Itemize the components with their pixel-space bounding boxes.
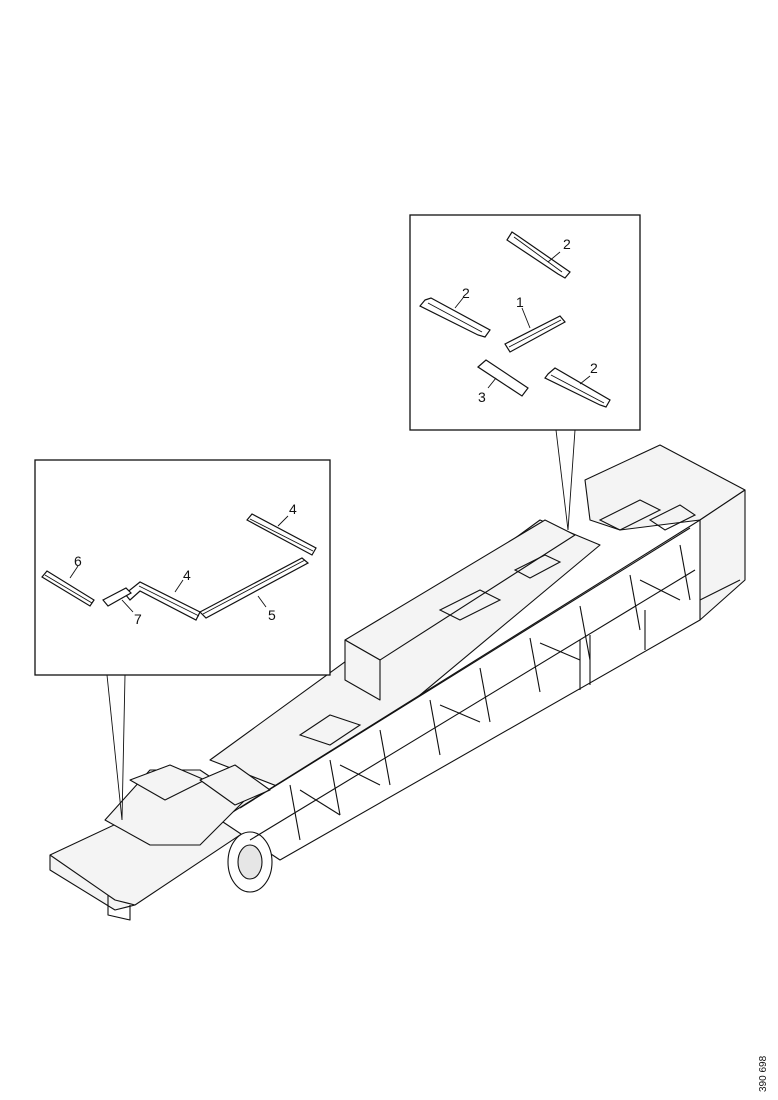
callout-2-bottom: 2: [590, 360, 598, 376]
callout-5: 5: [268, 607, 276, 623]
callout-4-right: 4: [289, 501, 297, 517]
rear-platform-side: [344, 639, 381, 701]
callout-1: 1: [516, 294, 524, 310]
figure-reference: 390 698: [758, 1055, 769, 1092]
bus-chassis-drawing: [49, 444, 746, 921]
truss-lines: [239, 499, 741, 841]
pointer-top: [555, 429, 576, 531]
strip-7: [102, 587, 132, 607]
strip-4-middle: [124, 581, 201, 621]
pointer-left: [106, 674, 126, 821]
callout-6: 6: [74, 553, 82, 569]
callout-7: 7: [134, 611, 142, 627]
detail-box-top: 2 2 1 2 3: [409, 214, 641, 531]
driver-pedestal: [199, 764, 271, 806]
callout-4-middle: 4: [183, 567, 191, 583]
strip-3: [477, 359, 529, 397]
callout-3: 3: [478, 389, 486, 405]
detail-box-left: 4 6 4 7 5: [34, 459, 331, 821]
callout-2-left: 2: [462, 285, 470, 301]
callout-2-top: 2: [563, 236, 571, 252]
